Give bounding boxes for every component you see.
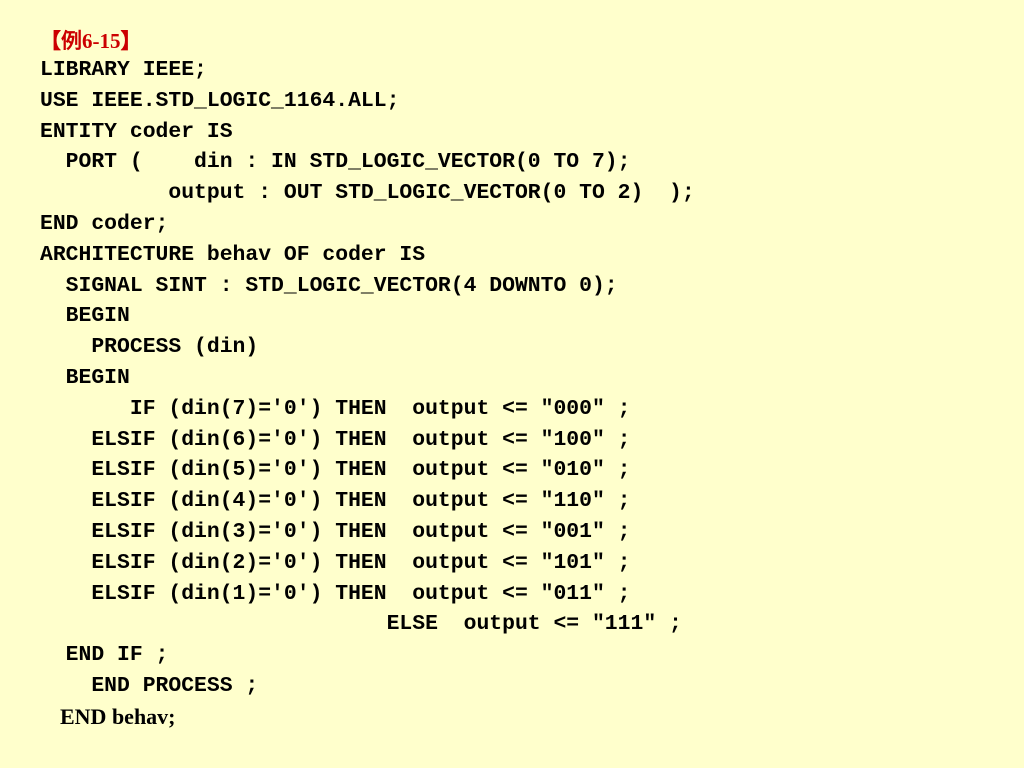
code-line: ELSIF (din(1)='0') THEN output <= "011" …	[40, 581, 631, 606]
code-line: ELSIF (din(2)='0') THEN output <= "101" …	[40, 550, 631, 575]
code-line: END PROCESS ;	[40, 673, 259, 698]
code-line: BEGIN	[40, 365, 130, 390]
code-line: ELSIF (din(4)='0') THEN output <= "110" …	[40, 489, 631, 514]
code-line: output : OUT STD_LOGIC_VECTOR(0 TO 2) );	[40, 181, 695, 206]
code-line: PROCESS (din)	[40, 335, 259, 360]
code-line: PORT ( din : IN STD_LOGIC_VECTOR(0 TO 7)…	[40, 150, 631, 175]
code-line: USE IEEE.STD_LOGIC_1164.ALL;	[40, 88, 400, 113]
code-line: ELSIF (din(6)='0') THEN output <= "100" …	[40, 427, 631, 452]
code-line: LIBRARY IEEE;	[40, 58, 207, 82]
code-line: END coder;	[40, 211, 169, 236]
code-line: ELSE output <= "111" ;	[40, 612, 682, 637]
code-line: ARCHITECTURE behav OF coder IS	[40, 242, 426, 267]
code-block: LIBRARY IEEE; USE IEEE.STD_LOGIC_1164.AL…	[40, 55, 695, 702]
code-line: IF (din(7)='0') THEN output <= "000" ;	[40, 396, 631, 421]
code-line: ELSIF (din(5)='0') THEN output <= "010" …	[40, 458, 631, 483]
code-line: ELSIF (din(3)='0') THEN output <= "001" …	[40, 519, 631, 544]
code-line: SIGNAL SINT : STD_LOGIC_VECTOR(4 DOWNTO …	[40, 273, 618, 298]
code-line: END IF ;	[40, 643, 169, 668]
code-line: ENTITY coder IS	[40, 119, 233, 144]
code-line: BEGIN	[40, 304, 130, 329]
end-architecture-line: END behav;	[60, 704, 176, 729]
example-title: 【例6-15】	[40, 29, 142, 53]
